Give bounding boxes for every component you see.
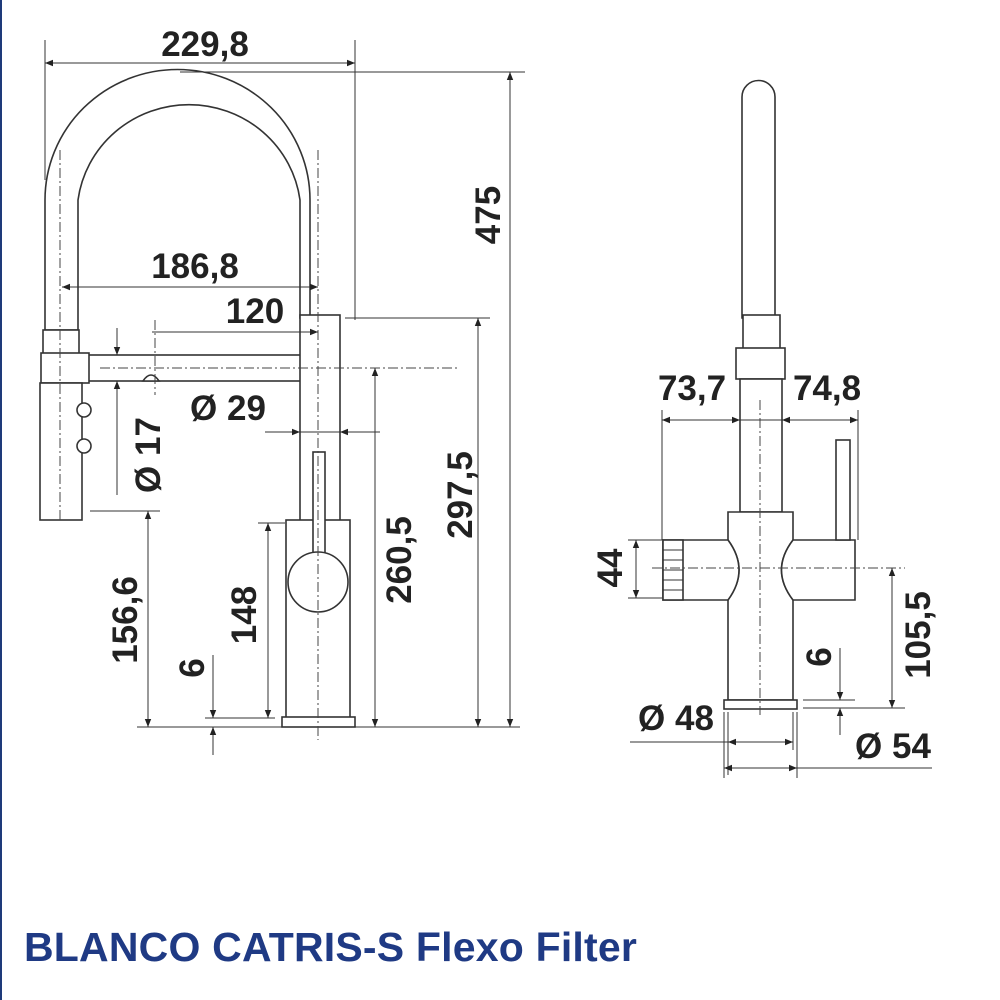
- dim-total-height: 475: [469, 186, 508, 244]
- spray-collar: [42, 329, 80, 355]
- dim-lever-height: 148: [225, 586, 264, 644]
- dim-base-thickness: 6: [173, 658, 212, 677]
- front-view-faucet: [652, 79, 905, 715]
- mixer-lever: [312, 451, 326, 563]
- knurl-icon: [662, 539, 684, 601]
- spray-coupling: [40, 352, 90, 384]
- dim-body-diameter: Ø 48: [638, 699, 714, 738]
- spray-head: [39, 382, 83, 521]
- hose-arch: [44, 68, 311, 331]
- frame-border: [0, 0, 2, 1000]
- dim-spout-clearance: 260,5: [380, 516, 419, 604]
- dim-right-extent: 74,8: [793, 369, 861, 408]
- spray-button-icon: [76, 402, 92, 418]
- dim-knob-axis-height: 105,5: [899, 591, 938, 679]
- mixer-lever: [835, 439, 851, 541]
- dim-spout-diameter: Ø 29: [190, 389, 266, 428]
- dim-spray-clearance: 156,6: [106, 576, 145, 664]
- dim-base-diameter: Ø 54: [855, 727, 931, 766]
- spout-tube: [741, 79, 776, 319]
- dim-spout-reach: 120: [226, 292, 284, 331]
- mixer-handle: [780, 539, 856, 601]
- dim-base-thickness-front: 6: [800, 647, 839, 666]
- front-view-dimensions: 73,7 74,8 44 105,5 6 Ø 48 Ø 54: [591, 369, 938, 778]
- dim-spray-diameter: Ø 17: [129, 417, 168, 493]
- spout-neck: [739, 378, 783, 513]
- product-title: BLANCO CATRIS-S Flexo Filter: [24, 924, 638, 970]
- dim-left-extent: 73,7: [658, 369, 726, 408]
- side-view-dimensions: 229,8 475 186,8 120 Ø 29 Ø 17 156,6 148 …: [44, 25, 525, 755]
- dim-spout-top-height: 297,5: [441, 451, 480, 539]
- dim-total-reach: 229,8: [161, 25, 249, 64]
- spray-button-icon: [76, 438, 92, 454]
- dim-hose-reach: 186,8: [151, 247, 239, 286]
- spout-collar: [742, 314, 781, 350]
- spout-nut: [735, 347, 786, 380]
- dim-knob-height: 44: [591, 548, 630, 587]
- side-view-faucet: [39, 68, 460, 740]
